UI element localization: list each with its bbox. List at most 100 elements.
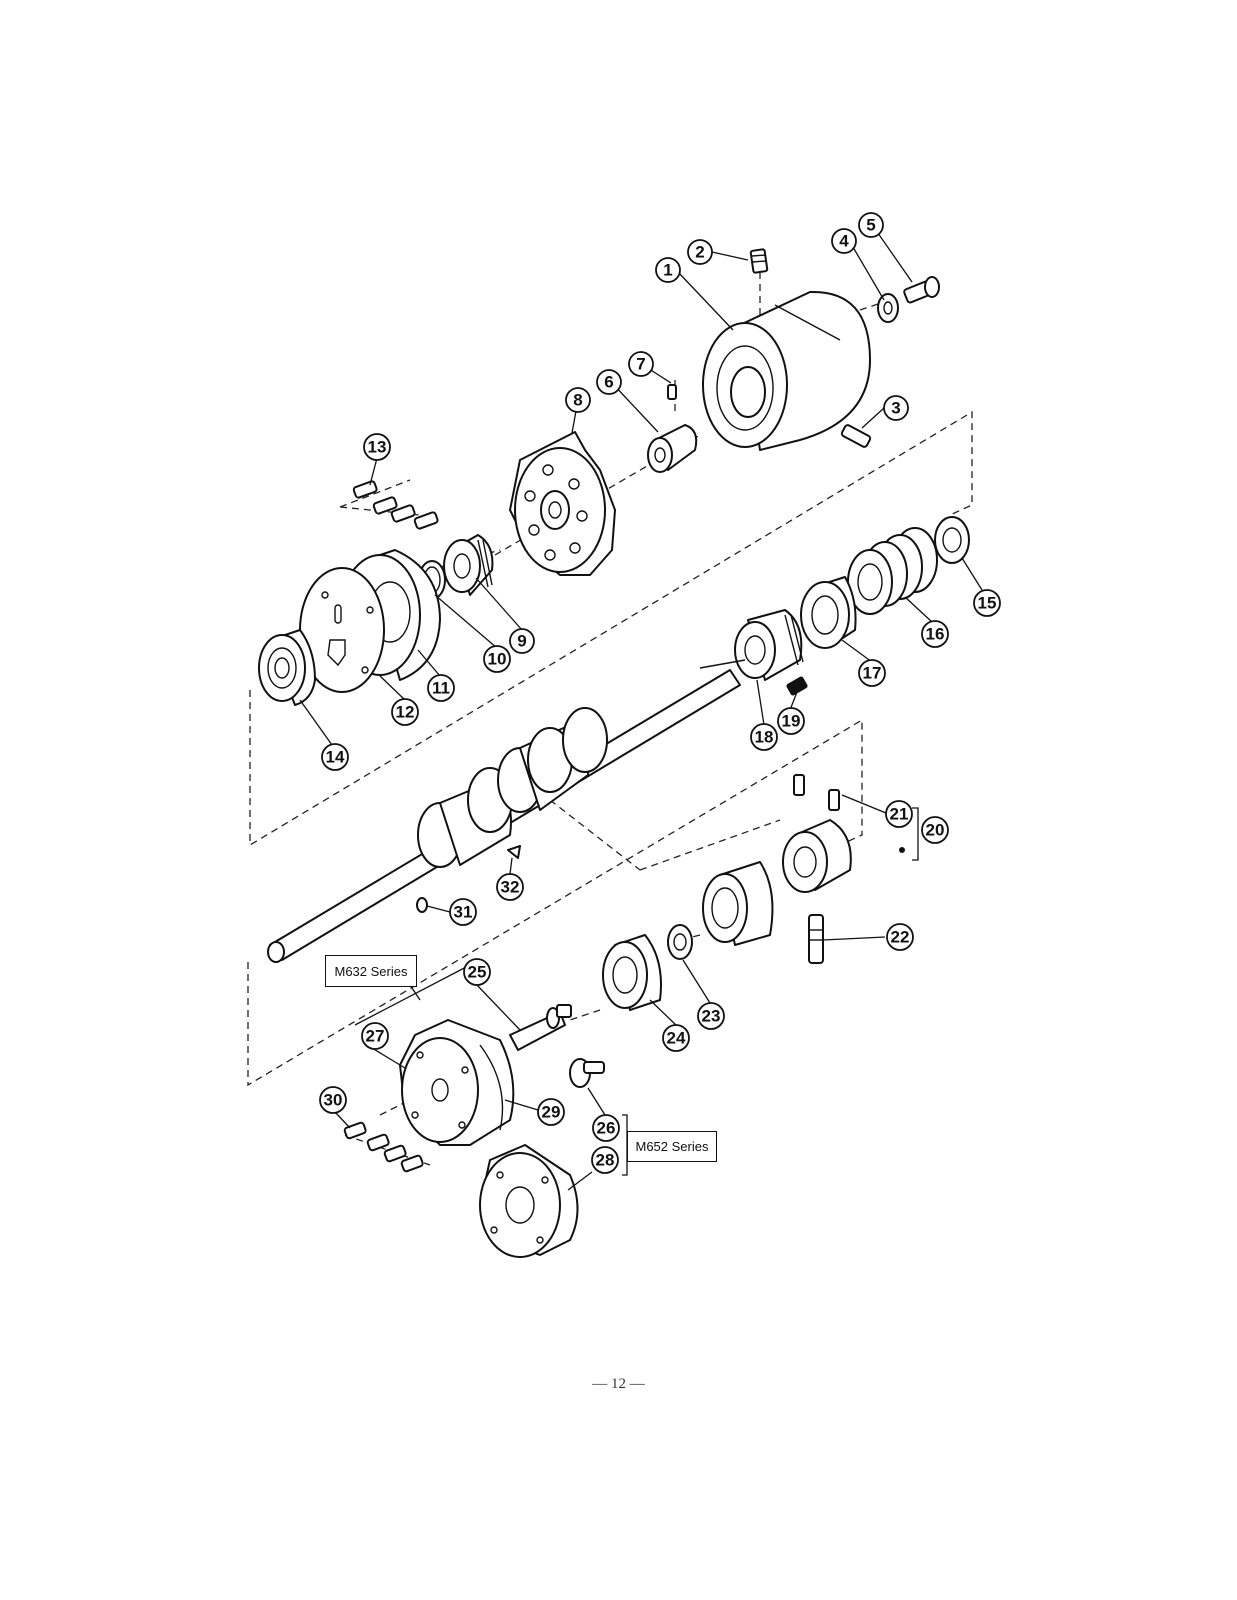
- part-12-plate: [299, 567, 385, 693]
- svg-text:5: 5: [866, 216, 875, 235]
- m632-series-label: M632 Series: [325, 955, 417, 987]
- part-28-plate: [479, 1144, 579, 1258]
- part-6-collar: [647, 424, 698, 473]
- assembly-guide-lines: [247, 260, 973, 1166]
- callout-7: 7: [628, 351, 654, 377]
- callout-13: 13: [363, 433, 391, 461]
- svg-text:21: 21: [890, 805, 909, 824]
- svg-text:19: 19: [782, 712, 801, 731]
- part-26-screw: [569, 1058, 605, 1088]
- callout-14: 14: [321, 743, 349, 771]
- roller: [702, 861, 774, 946]
- svg-text:26: 26: [597, 1119, 616, 1138]
- svg-text:31: 31: [454, 903, 473, 922]
- svg-text:4: 4: [839, 232, 849, 251]
- callout-25: 25: [463, 958, 491, 986]
- part-15-washer: [934, 516, 970, 564]
- callout-6: 6: [596, 369, 622, 395]
- svg-text:2: 2: [695, 243, 704, 262]
- part-9-threaded-bushing: [443, 534, 494, 596]
- part-4-washer: [877, 293, 899, 323]
- svg-text:14: 14: [326, 748, 345, 767]
- callout-22: 22: [886, 923, 914, 951]
- marker-dot: [899, 847, 905, 853]
- part-14-bearing: [258, 629, 316, 706]
- part-17-bearing: [800, 576, 857, 649]
- part-7-set-screw: [667, 384, 677, 400]
- svg-text:30: 30: [324, 1091, 343, 1110]
- part-3-side-screw: [840, 424, 872, 448]
- callout-15: 15: [973, 589, 1001, 617]
- svg-text:17: 17: [863, 664, 882, 683]
- svg-text:23: 23: [702, 1007, 721, 1026]
- svg-text:22: 22: [891, 928, 910, 947]
- callout-23: 23: [697, 1002, 725, 1030]
- part-27-plate: [399, 1019, 515, 1146]
- main-cam-shaft: [267, 659, 746, 963]
- part-22-stud-bolt: [808, 914, 824, 964]
- callout-11: 11: [427, 674, 455, 702]
- callout-10: 10: [483, 645, 511, 673]
- svg-text:6: 6: [604, 373, 613, 392]
- svg-text:10: 10: [488, 650, 507, 669]
- part-8-fan-disc: [509, 431, 616, 576]
- callout-30: 30: [319, 1086, 347, 1114]
- part-16-spring: [847, 527, 938, 615]
- callout-2: 2: [687, 239, 713, 265]
- callout-28: 28: [591, 1146, 619, 1174]
- callout-20: 20: [921, 816, 949, 844]
- callouts: 1 2 3 4 5 6 7 8 9 10 11 12 13 14 15 16 1…: [319, 212, 1001, 1174]
- part-32-key: [507, 845, 521, 859]
- svg-text:11: 11: [432, 679, 450, 698]
- callout-31: 31: [449, 898, 477, 926]
- callout-17: 17: [858, 659, 886, 687]
- part-31-pin: [416, 897, 428, 913]
- leader-lines: [299, 225, 983, 1191]
- svg-text:28: 28: [596, 1151, 615, 1170]
- part-24-bearing: [602, 934, 662, 1011]
- svg-text:16: 16: [926, 625, 945, 644]
- svg-text:29: 29: [542, 1103, 561, 1122]
- part-23-washer: [667, 924, 693, 960]
- part-5-screw: [903, 276, 940, 304]
- svg-text:1: 1: [663, 261, 672, 280]
- callout-27: 27: [361, 1022, 389, 1050]
- part-21-screws: [793, 774, 840, 811]
- svg-text:32: 32: [501, 878, 520, 897]
- callout-24: 24: [662, 1024, 690, 1052]
- part-2-set-screw: [749, 248, 769, 274]
- part-20-collar: [782, 819, 852, 893]
- svg-text:27: 27: [366, 1027, 385, 1046]
- callout-9: 9: [509, 628, 535, 654]
- svg-text:15: 15: [978, 594, 997, 613]
- svg-text:7: 7: [636, 355, 645, 374]
- svg-text:9: 9: [517, 632, 526, 651]
- svg-text:25: 25: [468, 963, 487, 982]
- callout-12: 12: [391, 698, 419, 726]
- callout-8: 8: [565, 387, 591, 413]
- part-18-threaded-sleeve: [734, 609, 804, 681]
- svg-text:12: 12: [396, 703, 415, 722]
- svg-text:8: 8: [573, 391, 582, 410]
- callout-21: 21: [885, 800, 913, 828]
- svg-text:3: 3: [891, 399, 900, 418]
- callout-1: 1: [655, 257, 681, 283]
- part-19-set-screw: [786, 676, 808, 696]
- callout-4: 4: [831, 228, 857, 254]
- svg-text:24: 24: [667, 1029, 686, 1048]
- callout-16: 16: [921, 620, 949, 648]
- svg-text:18: 18: [755, 728, 774, 747]
- callout-19: 19: [777, 707, 805, 735]
- part-30-screws: [343, 1121, 424, 1173]
- svg-text:20: 20: [926, 821, 945, 840]
- svg-text:13: 13: [368, 438, 387, 457]
- part-1-cam-housing: [702, 290, 871, 451]
- callout-5: 5: [858, 212, 884, 238]
- part-13-screws: [352, 480, 439, 530]
- page-number: — 12 —: [592, 1376, 645, 1392]
- callout-29: 29: [537, 1098, 565, 1126]
- part-25-stud-shaft: [509, 1004, 572, 1051]
- callout-26: 26: [592, 1114, 620, 1142]
- m652-series-label: M652 Series: [627, 1131, 717, 1162]
